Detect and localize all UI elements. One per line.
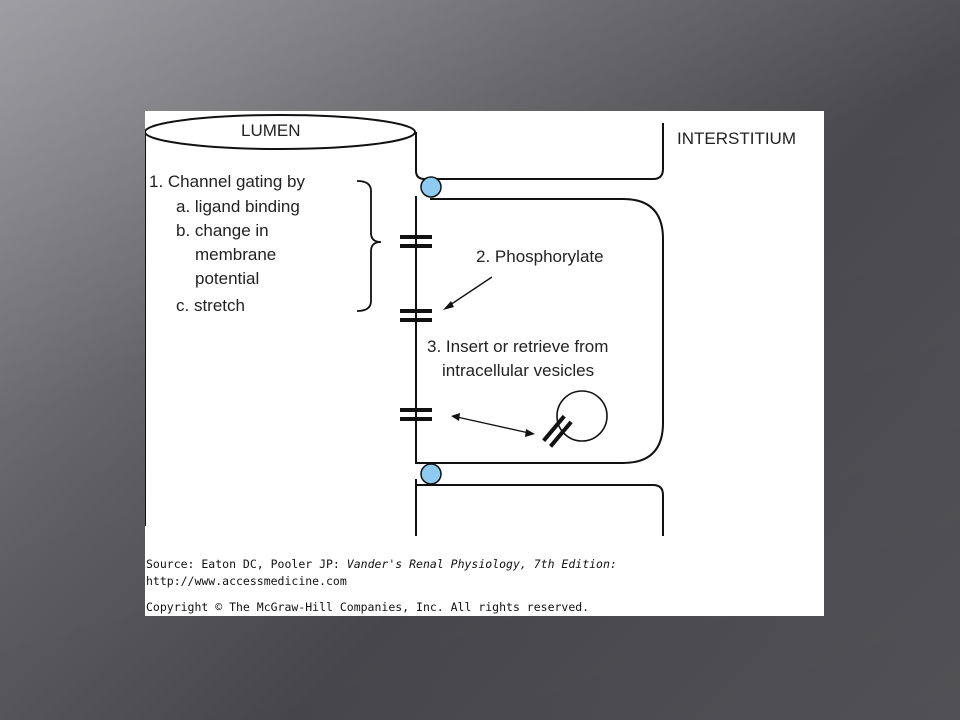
channel-2-icon — [400, 309, 432, 322]
epithelial-cell — [415, 196, 664, 464]
gating-title: 1. Channel gating by — [149, 172, 305, 191]
vesicle-arrowhead-right — [525, 429, 535, 437]
vesicle-double-arrow — [456, 416, 530, 434]
caption-url: http://www.accessmedicine.com — [146, 574, 347, 588]
intracellular-vesicle — [556, 390, 608, 442]
tight-junction-bottom — [420, 463, 442, 485]
upper-neighbor-cell — [415, 123, 664, 180]
phosphorylate-arrowhead — [443, 301, 454, 310]
gating-brace — [356, 180, 382, 312]
gating-b-line2: membrane — [195, 245, 276, 264]
vesicle-channel-icon — [542, 414, 573, 448]
gating-a: a. ligand binding — [176, 197, 300, 216]
caption-source: Source: Eaton DC, Pooler JP: Vander's Re… — [146, 557, 617, 571]
cell-diagram: LUMEN INTERSTITIUM 1. Channel gating by … — [145, 114, 796, 614]
gating-c: c. stretch — [176, 296, 245, 315]
gating-b-line1: b. change in — [176, 221, 269, 240]
channel-3-icon — [400, 408, 432, 421]
phosphorylate-arrow — [446, 276, 493, 308]
insert-line1: 3. Insert or retrieve from — [427, 337, 608, 356]
caption-copyright: Copyright © The McGraw-Hill Companies, I… — [146, 600, 589, 614]
lumen-label: LUMEN — [241, 121, 301, 140]
gating-b-line3: potential — [195, 269, 259, 288]
lower-neighbor-cell — [415, 479, 664, 536]
phosphorylate-label: 2. Phosphorylate — [476, 247, 604, 266]
figure-panel: LUMEN INTERSTITIUM 1. Channel gating by … — [145, 111, 824, 616]
vesicle-arrowhead-left — [451, 413, 460, 421]
tight-junction-top — [420, 176, 442, 198]
channel-1-icon — [400, 235, 432, 248]
insert-line2: intracellular vesicles — [442, 361, 594, 380]
interstitium-label: INTERSTITIUM — [677, 129, 796, 148]
